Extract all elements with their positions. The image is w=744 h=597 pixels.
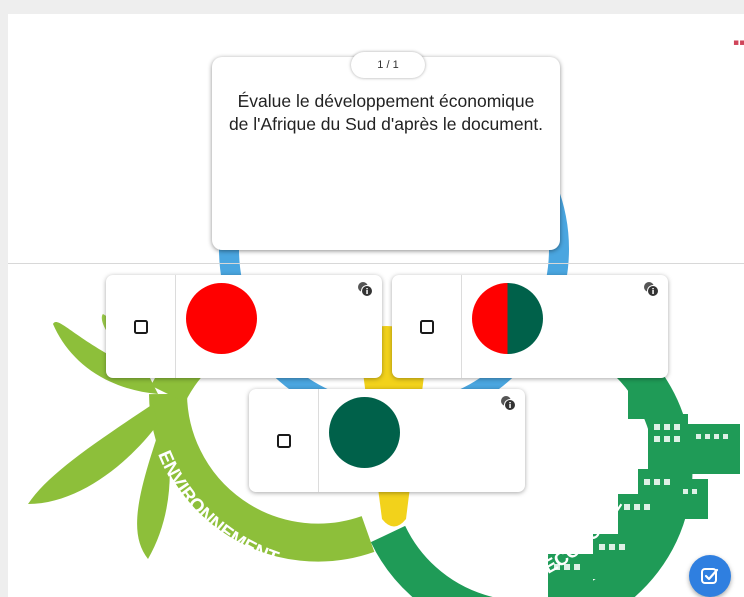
option-checkbox-area[interactable] <box>249 389 319 492</box>
half-red-half-green-circle <box>472 283 543 354</box>
info-icon[interactable] <box>500 395 516 411</box>
green-circle <box>329 397 400 468</box>
submit-button[interactable] <box>689 555 731 597</box>
leaf-shape <box>28 404 158 504</box>
buildings-graphic <box>548 389 740 597</box>
flag-icon[interactable]: ▪▪ <box>733 38 744 48</box>
info-icon[interactable] <box>357 281 373 297</box>
option-card-red-green[interactable] <box>392 275 668 378</box>
activity-stage: ENVIRONNEMENT ÉCONOMIE ▪▪ 1 / 1 Évalue l… <box>8 14 744 597</box>
option-checkbox-area[interactable] <box>106 275 176 378</box>
info-icon[interactable] <box>643 281 659 297</box>
question-text: Évalue le développement économique de l'… <box>228 91 544 134</box>
option-checkbox[interactable] <box>420 320 434 334</box>
option-checkbox-area[interactable] <box>392 275 462 378</box>
red-circle <box>186 283 257 354</box>
environment-ring <box>149 393 375 562</box>
option-card-red[interactable] <box>106 275 382 378</box>
leaf-shape <box>137 434 170 559</box>
question-card: 1 / 1 Évalue le développement économique… <box>212 52 560 250</box>
section-divider <box>8 263 744 264</box>
check-icon <box>701 568 719 584</box>
building-windows <box>554 424 728 570</box>
option-card-green[interactable] <box>249 389 525 492</box>
option-checkbox[interactable] <box>134 320 148 334</box>
question-counter: 1 / 1 <box>351 52 425 78</box>
option-checkbox[interactable] <box>277 434 291 448</box>
